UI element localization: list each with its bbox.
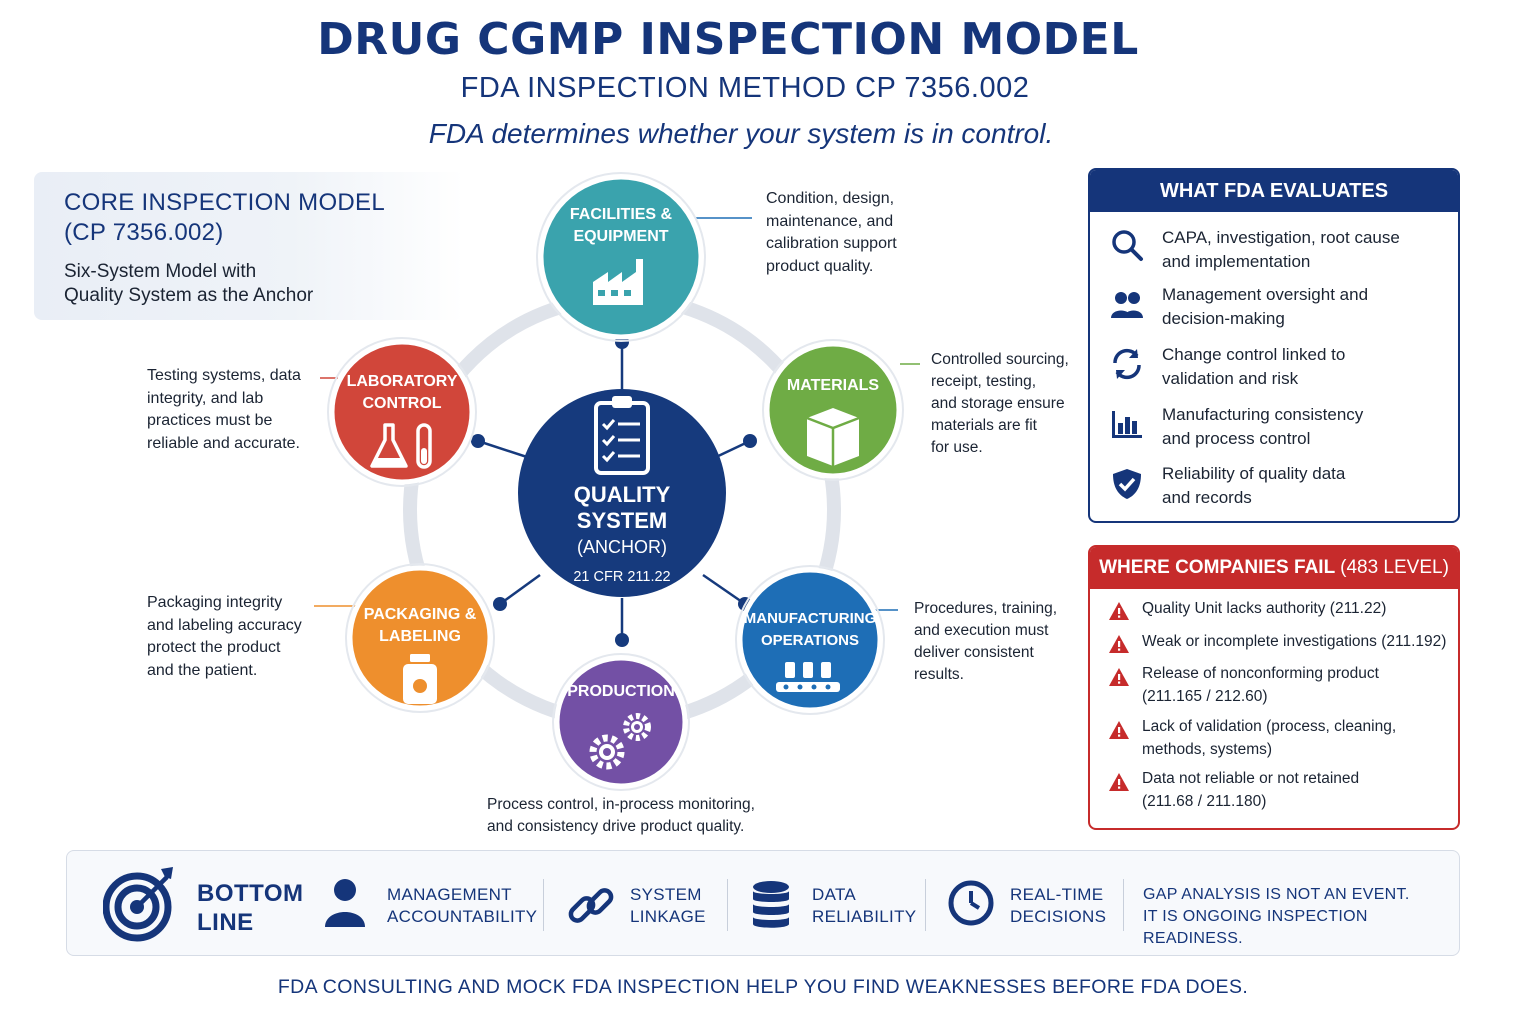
bottom-line-closing: GAP ANALYSIS IS NOT AN EVENT. IT IS ONGO… [1143, 886, 1410, 947]
refresh-icon [1113, 348, 1141, 380]
divider [727, 879, 728, 931]
person-icon [325, 879, 365, 927]
evaluates-item: CAPA, investigation, root cause and impl… [1162, 228, 1400, 271]
laboratory-description: Testing systems, data integrity, and lab… [147, 367, 301, 452]
quality-system-node [518, 389, 726, 597]
production-node [552, 653, 690, 791]
flask-tube-icon [370, 423, 432, 469]
factory-icon [593, 259, 643, 305]
conveyor-bottles-icon [776, 662, 840, 692]
bottom-line-bar: BOTTOM LINE MANAGEMENT ACCOUNTABILITY SY… [66, 850, 1460, 956]
laboratory-node [327, 337, 477, 487]
manufacturing-node [735, 565, 885, 715]
materials-node [762, 339, 904, 481]
manufacturing-label: MANUFACTURING OPERATIONS [743, 610, 877, 649]
divider [543, 879, 544, 931]
fails-item: Lack of validation (process, cleaning, m… [1142, 718, 1397, 758]
fails-item: Data not reliable or not retained (211.6… [1142, 770, 1360, 810]
packaging-label: PACKAGING & LABELING [363, 606, 477, 645]
divider [925, 879, 926, 931]
facilities-description: Condition, design, maintenance, and cali… [766, 190, 897, 275]
shield-check-icon [1113, 469, 1141, 499]
evaluates-title: WHAT FDA EVALUATES [1090, 170, 1458, 212]
facilities-node [536, 172, 706, 342]
core-model-box: CORE INSPECTION MODEL (CP 7356.002) Six-… [34, 172, 464, 320]
quality-system-label: QUALITY SYSTEM (ANCHOR) 21 CFR 211.22 [573, 482, 671, 585]
warning-icon [1109, 721, 1129, 739]
bar-chart-icon [1112, 411, 1142, 438]
laboratory-label: LABORATORY CONTROL [346, 373, 458, 412]
box-icon [806, 408, 860, 466]
link-icon [568, 888, 614, 923]
production-label: PRODUCTION [567, 683, 675, 700]
packaging-description: Packaging integrity and labeling accurac… [147, 594, 302, 679]
facilities-label: FACILITIES & EQUIPMENT [569, 206, 673, 245]
evaluates-item: Reliability of quality data and records [1162, 464, 1346, 507]
target-icon [103, 867, 173, 942]
people-icon [1111, 292, 1143, 318]
bottom-item-decisions: REAL-TIME DECISIONS [1010, 885, 1107, 926]
clock-icon [948, 880, 994, 926]
warning-icon [1109, 602, 1129, 620]
warning-icon [1109, 668, 1129, 686]
core-model-title: CORE INSPECTION MODEL (CP 7356.002) [64, 189, 386, 246]
materials-label: MATERIALS [786, 377, 880, 394]
warning-icon [1109, 635, 1129, 653]
fails-item: Release of nonconforming product (211.16… [1142, 665, 1379, 705]
bottom-line-label: BOTTOM LINE [197, 880, 304, 936]
fails-item: Weak or incomplete investigations (211.1… [1142, 633, 1447, 650]
bottom-item-reliability: DATA RELIABILITY [812, 885, 917, 926]
manufacturing-description: Procedures, training, and execution must… [914, 600, 1058, 683]
warning-icon [1109, 773, 1129, 791]
page-subtitle: FDA INSPECTION METHOD CP 7356.002 [460, 72, 1030, 104]
evaluates-item: Change control linked to validation and … [1162, 345, 1346, 388]
database-icon [753, 881, 789, 928]
fails-title: WHERE COMPANIES FAIL (483 LEVEL) [1090, 547, 1458, 589]
bottom-item-accountability: MANAGEMENT ACCOUNTABILITY [387, 885, 538, 926]
evaluates-item: Manufacturing consistency and process co… [1162, 405, 1364, 448]
materials-description: Controlled sourcing, receipt, testing, a… [931, 351, 1069, 456]
evaluates-item: Management oversight and decision-making [1162, 285, 1369, 328]
magnifier-icon [1112, 230, 1143, 261]
bottle-icon [403, 654, 437, 704]
fails-panel: WHERE COMPANIES FAIL (483 LEVEL) Quality… [1088, 545, 1460, 830]
page-title: DRUG CGMP INSPECTION MODEL [317, 14, 1139, 65]
evaluates-panel: WHAT FDA EVALUATES CAPA, investigation, … [1088, 168, 1460, 523]
fails-item: Quality Unit lacks authority (211.22) [1142, 600, 1387, 617]
footer-message: FDA CONSULTING AND MOCK FDA INSPECTION H… [277, 976, 1249, 998]
production-description: Process control, in-process monitoring, … [487, 796, 755, 835]
packaging-node [345, 563, 495, 713]
page-tagline: FDA determines whether your system is in… [428, 118, 1054, 149]
core-model-subtitle: Six-System Model with Quality System as … [64, 261, 314, 306]
bottom-item-linkage: SYSTEM LINKAGE [630, 885, 706, 926]
divider [1123, 879, 1124, 931]
gears-icon [589, 713, 651, 770]
clipboard-checklist-icon [594, 396, 650, 475]
